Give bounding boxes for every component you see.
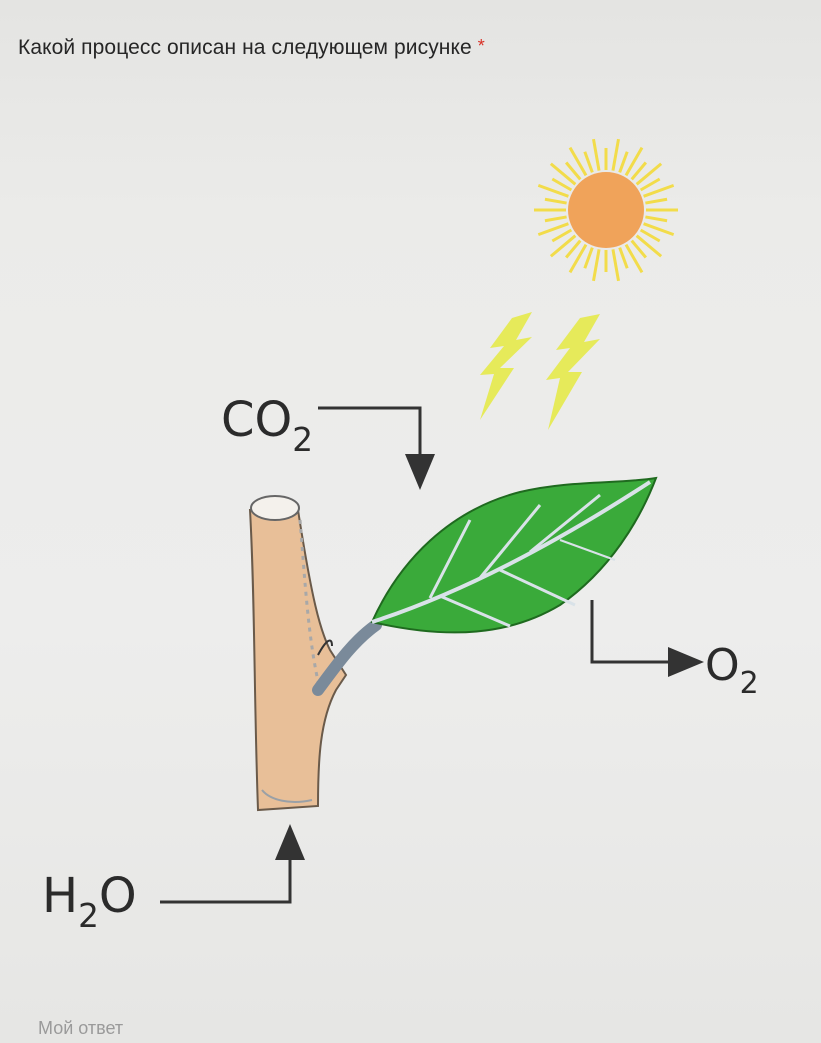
- sun-ray: [611, 249, 620, 282]
- sun-ray: [592, 138, 601, 171]
- required-asterisk: *: [477, 36, 485, 56]
- sun-ray: [630, 239, 648, 259]
- sun-core: [568, 172, 644, 248]
- sun-ray: [645, 197, 668, 205]
- sun-ray: [583, 247, 594, 269]
- sun-ray: [643, 222, 675, 237]
- sun-ray: [551, 177, 573, 192]
- sun-ray: [635, 162, 663, 186]
- sun-ray: [564, 239, 582, 259]
- h2o-label: H2O: [42, 868, 137, 935]
- sun-ray: [583, 151, 594, 173]
- co2-arrow: [318, 406, 435, 490]
- answer-placeholder: Мой ответ: [38, 1018, 124, 1038]
- answer-input[interactable]: Мой ответ: [0, 1010, 821, 1043]
- photosynthesis-illustration: [160, 138, 704, 904]
- question-text: Какой процесс описан на следующем рисунк…: [18, 36, 472, 59]
- sun-ray: [630, 161, 648, 181]
- photosynthesis-figure: CO2 O2 H2O: [0, 120, 821, 980]
- sun-ray: [592, 249, 601, 282]
- h2o-arrow: [160, 824, 305, 904]
- co2-label: CO2: [221, 392, 314, 459]
- sun-ray: [645, 215, 668, 223]
- sun-ray: [639, 177, 661, 192]
- sun-ray: [537, 183, 569, 198]
- sun-ray: [549, 162, 577, 186]
- sun-ray: [635, 234, 663, 258]
- sun-ray: [643, 183, 675, 198]
- sun-ray: [639, 228, 661, 243]
- leaf-icon: [370, 476, 658, 634]
- sun-ray: [537, 222, 569, 237]
- stem-icon: [248, 495, 348, 812]
- sun-ray: [618, 151, 629, 173]
- leaf-stalk: [312, 619, 382, 696]
- question-title: Какой процесс описан на следующем рисунк…: [18, 36, 485, 60]
- o2-label: O2: [705, 640, 759, 702]
- sun-ray: [624, 243, 644, 274]
- sun-ray: [544, 197, 567, 205]
- sun-ray: [611, 138, 620, 171]
- sun-ray: [568, 146, 588, 177]
- sun-ray: [549, 234, 577, 258]
- sun-ray: [564, 161, 582, 181]
- sun-icon: [534, 138, 678, 282]
- light-rays-icon: [480, 312, 600, 430]
- sun-ray: [624, 146, 644, 177]
- sun-ray: [568, 243, 588, 274]
- bud-icon: [317, 639, 333, 656]
- sun-ray: [551, 228, 573, 243]
- o2-arrow: [590, 600, 704, 677]
- sun-ray: [618, 247, 629, 269]
- sun-ray: [544, 215, 567, 223]
